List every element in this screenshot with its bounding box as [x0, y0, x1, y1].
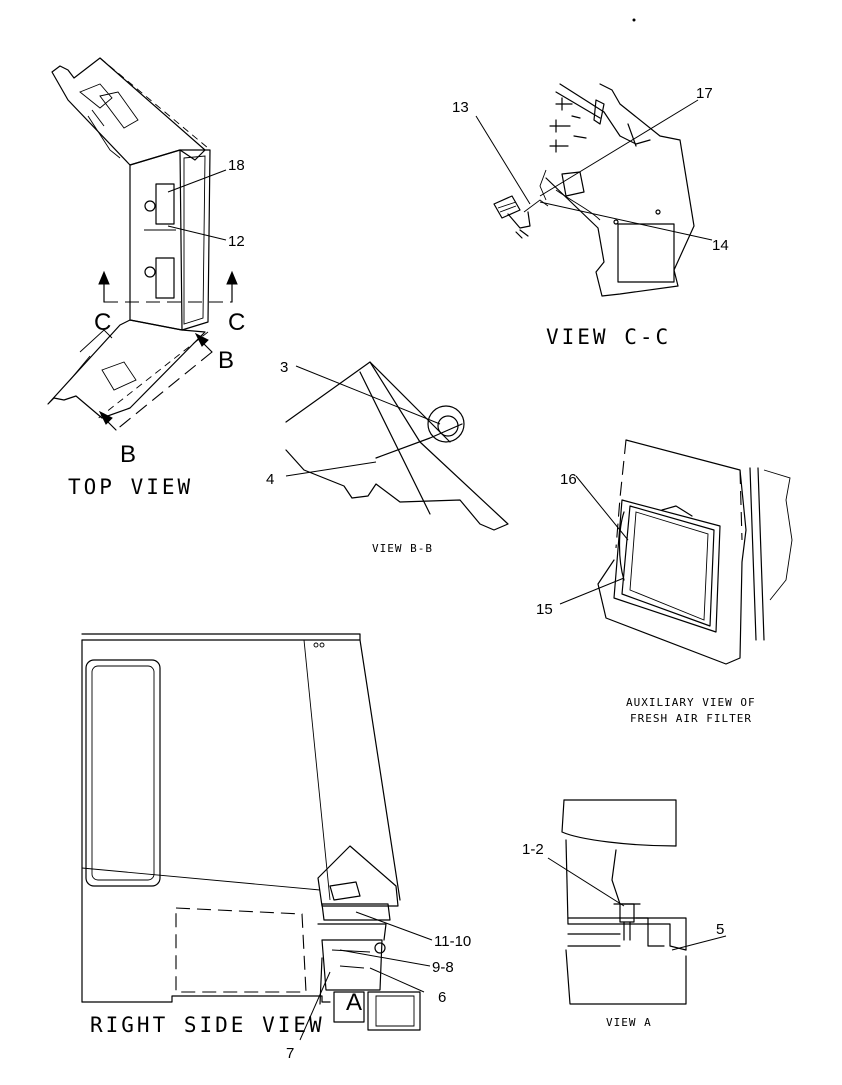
view-c-c [475, 83, 713, 297]
top-view [47, 57, 238, 431]
callout-11-10: 11-10 [434, 933, 471, 950]
callout-16: 16 [560, 471, 577, 488]
view-a [547, 799, 727, 1005]
callout-17: 17 [696, 85, 713, 102]
top-view-caption: TOP VIEW [68, 475, 193, 499]
callout-12: 12 [228, 233, 245, 250]
section-marker-b-upper: B [218, 347, 234, 374]
aux-view-caption-line1: AUXILIARY VIEW OF [626, 696, 756, 709]
view-c-c-caption: VIEW C-C [546, 325, 671, 349]
callout-15: 15 [536, 601, 553, 618]
view-b-b-caption: VIEW B-B [372, 542, 433, 555]
section-marker-c-left: C [94, 309, 111, 336]
auxiliary-view-fresh-air-filter [559, 439, 793, 665]
callout-14: 14 [712, 237, 729, 254]
callout-1-2: 1-2 [522, 841, 544, 858]
callout-4: 4 [266, 471, 274, 488]
aux-view-caption-line2: FRESH AIR FILTER [630, 712, 752, 725]
right-side-view-caption: RIGHT SIDE VIEW [90, 1013, 325, 1037]
view-b-b [285, 361, 509, 531]
section-marker-a: A [346, 989, 362, 1016]
view-a-caption: VIEW A [606, 1016, 652, 1029]
section-marker-c-right: C [228, 309, 245, 336]
section-marker-b-lower: B [120, 441, 136, 468]
right-side-view [81, 633, 433, 1041]
callout-5: 5 [716, 921, 724, 938]
callout-3: 3 [280, 359, 288, 376]
callout-13: 13 [452, 99, 469, 116]
callout-18: 18 [228, 157, 245, 174]
callout-7: 7 [286, 1045, 294, 1062]
callout-6: 6 [438, 989, 446, 1006]
callout-9-8: 9-8 [432, 959, 454, 976]
